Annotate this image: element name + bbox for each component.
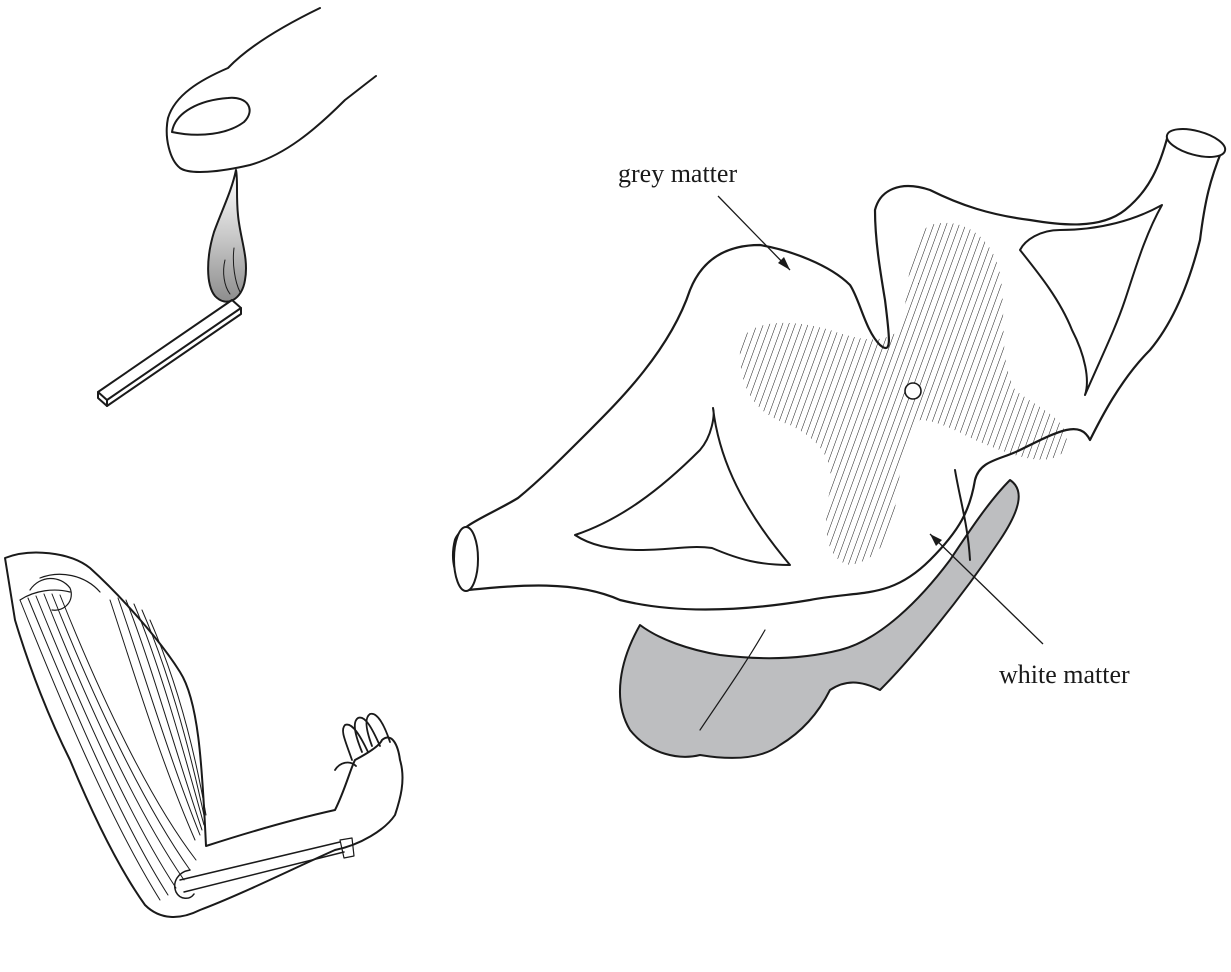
grey-matter-label: grey matter <box>618 161 737 187</box>
arm-figure <box>5 553 403 917</box>
nerve-tube-left-end <box>454 527 478 591</box>
match-stick-top <box>98 300 241 400</box>
fingernail <box>172 98 250 135</box>
finger-outline <box>167 8 376 172</box>
white-matter-label: white matter <box>999 662 1130 688</box>
match-flame <box>208 170 246 302</box>
finger-match-figure <box>98 8 376 406</box>
match-stick-end <box>98 392 107 406</box>
central-canal <box>905 383 921 399</box>
